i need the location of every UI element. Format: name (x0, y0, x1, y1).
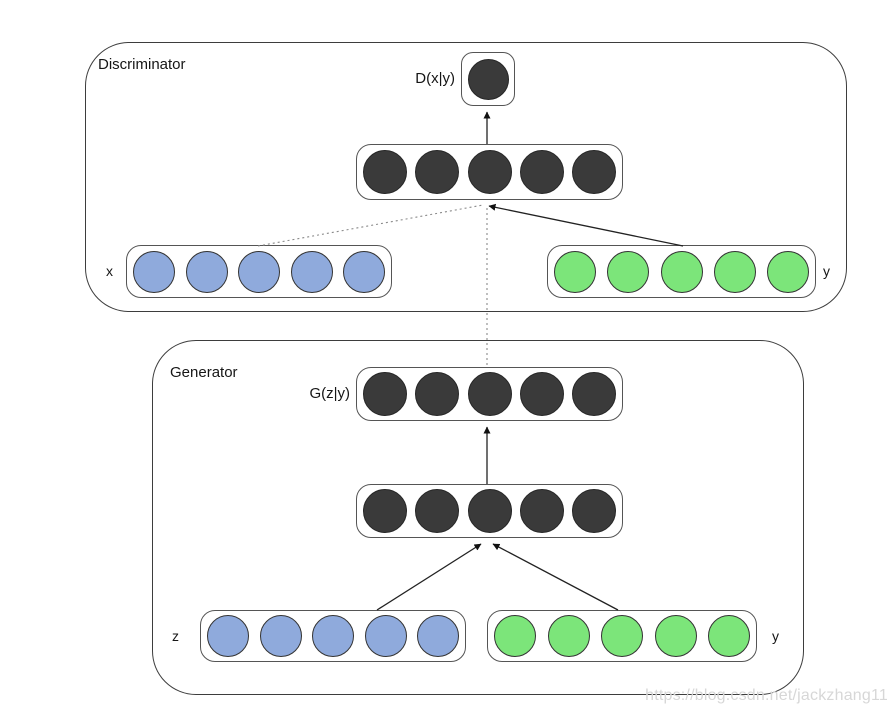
discriminator-y-input-layer (547, 245, 816, 298)
dark-neuron-node (572, 150, 616, 194)
watermark-text: https://blog.csdn.net/jackzhang11 (645, 687, 888, 704)
blue-neuron-node (290, 250, 333, 293)
generator-hidden-layer (356, 484, 623, 538)
generator-label: Generator (170, 364, 238, 381)
dark-neuron-node (519, 150, 564, 194)
green-neuron-node (660, 250, 703, 293)
green-neuron-node (654, 615, 697, 657)
generator-y-input-layer (487, 610, 757, 662)
discriminator-output-node-box (461, 52, 515, 106)
green-neuron-node (708, 615, 750, 657)
green-neuron-node (601, 615, 643, 657)
dark-neuron-node (467, 58, 509, 100)
z-input-layer (200, 610, 466, 662)
discriminator-label: Discriminator (98, 56, 186, 73)
discriminator-hidden-layer (356, 144, 623, 200)
dark-neuron-node (519, 372, 564, 416)
dark-neuron-node (467, 372, 512, 416)
dark-neuron-node (415, 489, 460, 533)
dark-neuron-node (572, 489, 616, 533)
blue-neuron-node (417, 615, 459, 657)
generator-y-input-label: y (772, 628, 779, 644)
x-input-label: x (106, 263, 113, 279)
blue-neuron-node (364, 615, 407, 657)
dark-neuron-node (415, 150, 460, 194)
green-neuron-node (607, 250, 650, 293)
green-neuron-node (547, 615, 590, 657)
dark-neuron-node (519, 489, 564, 533)
green-neuron-node (494, 615, 536, 657)
blue-neuron-node (185, 250, 228, 293)
blue-neuron-node (259, 615, 302, 657)
dark-neuron-node (467, 489, 512, 533)
blue-neuron-node (312, 615, 354, 657)
generator-output-layer (356, 367, 623, 421)
dark-neuron-node (572, 372, 616, 416)
z-input-label: z (172, 628, 179, 644)
blue-neuron-node (238, 250, 280, 293)
discriminator-output-label: D(x|y) (415, 70, 455, 87)
dark-neuron-node (415, 372, 460, 416)
discriminator-frame (85, 42, 847, 312)
dark-neuron-node (363, 489, 407, 533)
dark-neuron-node (363, 150, 407, 194)
blue-neuron-node (133, 250, 175, 293)
generator-output-label: G(z|y) (309, 385, 350, 402)
x-input-layer (126, 245, 392, 298)
blue-neuron-node (343, 250, 385, 293)
dark-neuron-node (363, 372, 407, 416)
green-neuron-node (713, 250, 756, 293)
generator-frame (152, 340, 804, 695)
discriminator-y-input-label: y (823, 263, 830, 279)
green-neuron-node (554, 250, 596, 293)
green-neuron-node (767, 250, 809, 293)
blue-neuron-node (207, 615, 249, 657)
dark-neuron-node (467, 150, 512, 194)
